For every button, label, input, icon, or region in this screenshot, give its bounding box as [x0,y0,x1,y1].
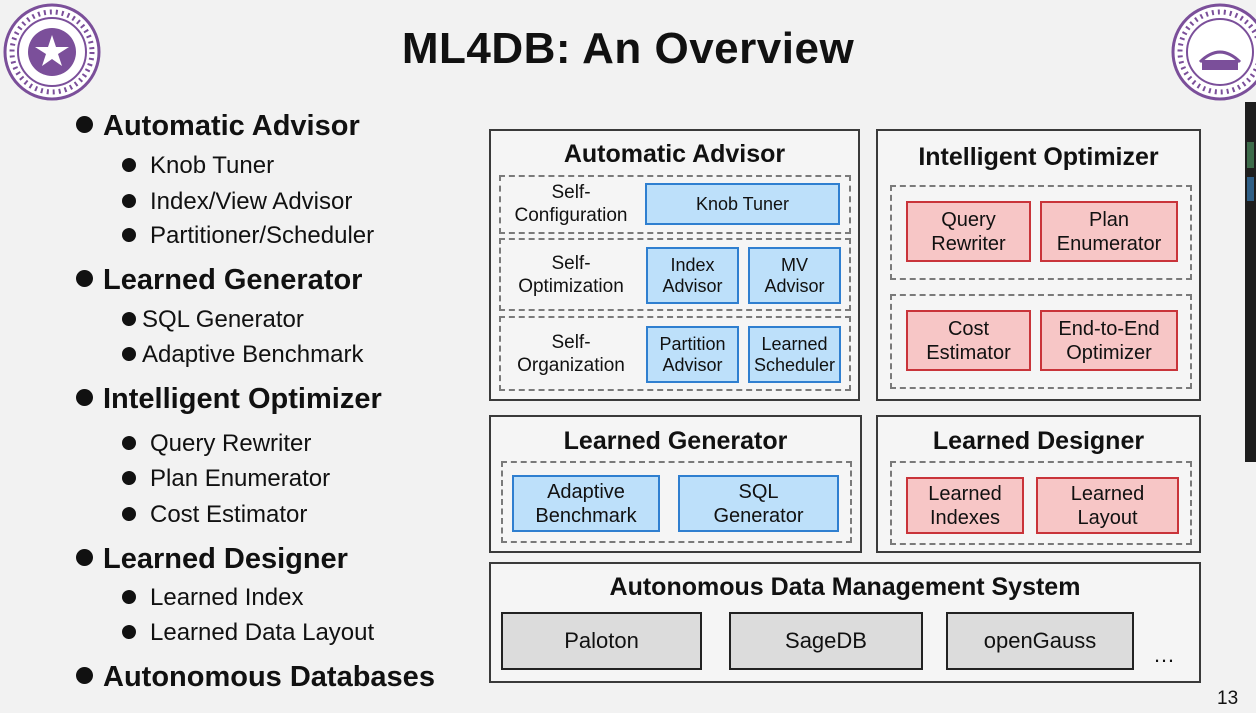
bullet-icon [122,346,136,361]
cost-estimator-box: Cost Estimator [906,310,1031,371]
autonomous-system-panel: Autonomous Data Management System Paloto… [489,562,1201,683]
mv-advisor-box: MV Advisor [748,247,841,304]
learned-generator-panel: Learned Generator Adaptive Benchmark SQL… [489,415,862,553]
more-systems-ellipsis: … [1153,642,1177,667]
row-label: Self- Optimization [518,253,624,297]
opengauss-box: openGauss [946,612,1134,670]
query-rewriter-box: Query Rewriter [906,201,1031,262]
bullet-icon [122,311,136,326]
bullet-icon [122,435,136,450]
outline-item-automatic-advisor: Automatic Advisor [76,110,360,143]
outline-subitem: Query Rewriter [122,430,311,458]
intelligent-optimizer-panel: Intelligent Optimizer Query Rewriter Pla… [876,129,1201,401]
panel-title: Automatic Advisor [563,140,786,168]
panel-title: Autonomous Data Management System [609,573,1081,601]
optimizer-group-top: Query Rewriter Plan Enumerator [890,185,1192,280]
outline-subitem: Partitioner/Scheduler [122,222,374,250]
tsinghua-cs-logo [1171,3,1256,101]
automatic-advisor-panel: Automatic Advisor Self- Configuration Kn… [489,129,860,401]
outline-subitem: Plan Enumerator [122,465,330,493]
end-to-end-optimizer-box: End-to-End Optimizer [1040,310,1178,371]
bullet-icon [76,115,93,133]
outline-item-autonomous-databases: Autonomous Databases [76,661,435,694]
self-organization-group: Self- Organization Partition Advisor Lea… [499,316,851,391]
bullet-icon [122,470,136,485]
designer-group: Learned Indexes Learned Layout [890,461,1192,545]
outline-subitem: Adaptive Benchmark [122,341,363,369]
outline-item-learned-generator: Learned Generator [76,264,362,297]
slide-title: ML4DB: An Overview [401,24,855,73]
bullet-icon [122,506,136,521]
tsinghua-university-logo [3,3,101,101]
learned-designer-panel: Learned Designer Learned Indexes Learned… [876,415,1201,553]
bullet-icon [76,388,93,406]
index-advisor-box: Index Advisor [646,247,739,304]
panel-title: Intelligent Optimizer [918,143,1159,171]
bullet-icon [122,624,136,639]
outline-item-intelligent-optimizer: Intelligent Optimizer [76,383,382,416]
self-optimization-group: Self- Optimization Index Advisor MV Advi… [499,238,851,311]
outline-subitem: Cost Estimator [122,501,307,529]
learned-scheduler-box: Learned Scheduler [748,326,841,383]
optimizer-group-bottom: Cost Estimator End-to-End Optimizer [890,294,1192,389]
bullet-icon [122,193,136,208]
adaptive-benchmark-box: Adaptive Benchmark [512,475,660,532]
outline-item-learned-designer: Learned Designer [76,543,348,576]
outline-subitem: Learned Index [122,584,303,612]
outline-subitem: SQL Generator [122,306,304,334]
learned-indexes-box: Learned Indexes [906,477,1024,534]
row-label: Self- Organization [517,332,625,376]
panel-title: Learned Designer [932,427,1145,455]
panel-title: Learned Generator [563,427,788,455]
sql-generator-box: SQL Generator [678,475,839,532]
outline-subitem: Learned Data Layout [122,619,374,647]
self-configuration-group: Self- Configuration Knob Tuner [499,175,851,234]
page-number: 13 [1217,688,1239,709]
generator-group: Adaptive Benchmark SQL Generator [501,461,852,543]
paloton-box: Paloton [501,612,702,670]
bullet-icon [122,227,136,242]
bullet-icon [76,548,93,566]
outline-subitem: Index/View Advisor [122,188,352,216]
bullet-icon [122,589,136,604]
partition-advisor-box: Partition Advisor [646,326,739,383]
sagedb-box: SageDB [729,612,923,670]
learned-layout-box: Learned Layout [1036,477,1179,534]
plan-enumerator-box: Plan Enumerator [1040,201,1178,262]
knob-tuner-box: Knob Tuner [645,183,840,225]
outline-subitem: Knob Tuner [122,152,274,180]
bullet-icon [76,269,93,287]
row-label: Self- Configuration [514,182,628,226]
bullet-icon [122,157,136,172]
bullet-icon [76,666,93,684]
video-thumbnail-strip [1245,102,1256,462]
